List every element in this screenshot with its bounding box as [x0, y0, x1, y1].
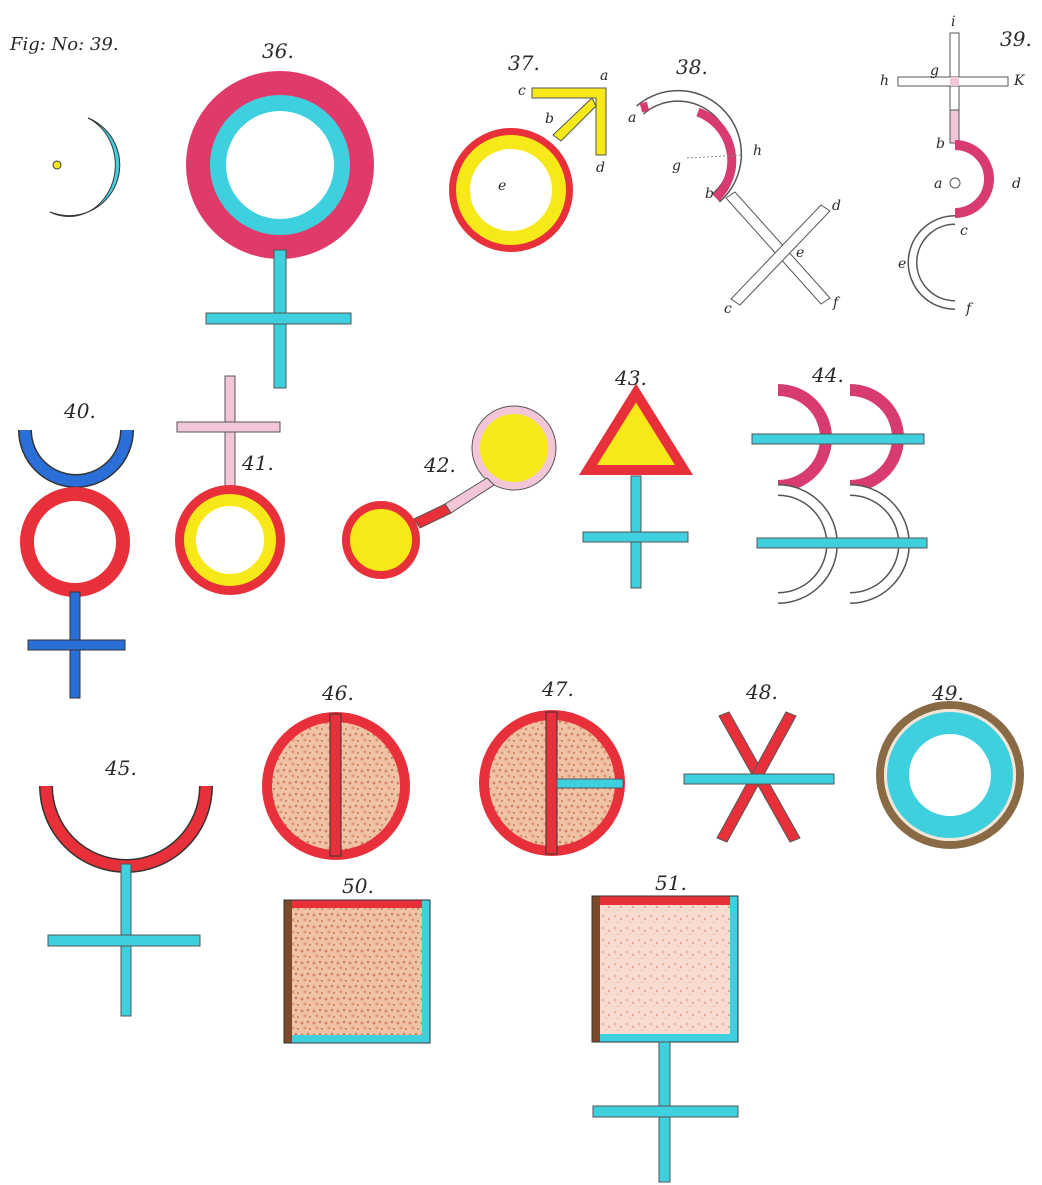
fig-39-letter-K: K [1013, 73, 1026, 89]
fig-39-letter-d: d [1012, 176, 1021, 192]
fig-39-letter-i: i [951, 14, 955, 30]
fig-39-letter-c: c [960, 223, 968, 239]
fig-50-number: 50. [342, 874, 374, 898]
fig-39-letter-f: f [965, 301, 974, 317]
fig-47-number: 47. [541, 677, 574, 701]
fig-38-number: 38. [676, 55, 708, 79]
fig-41-symbol: 41. [177, 376, 280, 590]
fig-47-symbol: 47. [484, 677, 623, 854]
fig-37-mars-symbol: 37. a b c d e [453, 51, 608, 248]
fig-46-symbol: 46. [267, 681, 405, 856]
fig-51-number: 51. [655, 871, 687, 895]
fig-41-number: 41. [241, 451, 274, 475]
fig-39-symbol: 39. i h g K b a d c e f [880, 14, 1032, 317]
fig-38-letter-e: e [796, 245, 804, 261]
fig-46-number: 46. [321, 681, 354, 705]
fig-45-number: 45. [104, 756, 137, 780]
fig-50-symbol: 50. [284, 874, 430, 1043]
fig-38-letter-g: g [672, 158, 681, 174]
fig-38-letter-h: h [753, 143, 762, 159]
fig-37-letter-a: a [600, 68, 608, 84]
fig-39-letter-e: e [898, 256, 906, 272]
fig-40-number: 40. [63, 399, 96, 423]
fig-36-venus-symbol: 36. [199, 39, 361, 388]
fig-44-symbol: 44. [752, 363, 927, 598]
fig-42-number: 42. [423, 453, 456, 477]
fig-37-letter-d: d [596, 160, 605, 176]
fig-37-letter-c: c [518, 83, 526, 99]
fig-51-symbol: 51. [592, 871, 738, 1182]
fig-38-letter-f: f [832, 295, 841, 311]
plate-title: Fig: No: 39. [9, 34, 119, 55]
fig-49-symbol: 49. [880, 681, 1020, 845]
fig-39-letter-h: h [880, 73, 889, 89]
moon-crescent-symbol [50, 118, 120, 217]
fig-37-number: 37. [508, 51, 540, 75]
fig-48-number: 48. [745, 680, 778, 704]
fig-44-number: 44. [811, 363, 844, 387]
fig-38-letter-b: b [705, 186, 714, 202]
fig-39-letter-g: g [930, 63, 939, 79]
fig-43-number: 43. [614, 366, 647, 390]
fig-37-letter-b: b [545, 111, 554, 127]
fig-39-letter-b: b [936, 136, 945, 152]
fig-43-symbol: 43. [583, 366, 688, 588]
fig-39-number: 39. [1000, 27, 1032, 51]
fig-39-letter-a: a [934, 176, 942, 192]
fig-37-letter-e: e [498, 178, 506, 194]
fig-38-symbol: 38. a b g h d e f c [628, 55, 841, 317]
fig-38-letter-a: a [628, 110, 636, 126]
fig-48-symbol: 48. [684, 680, 834, 842]
fig-42-symbol: 42. [346, 406, 556, 575]
fig-38-letter-c: c [724, 301, 732, 317]
fig-36-number: 36. [262, 39, 294, 63]
fig-45-symbol: 45. [46, 756, 206, 1016]
fig-38-letter-d: d [832, 198, 841, 214]
fig-40-symbol: 40. [25, 399, 127, 698]
